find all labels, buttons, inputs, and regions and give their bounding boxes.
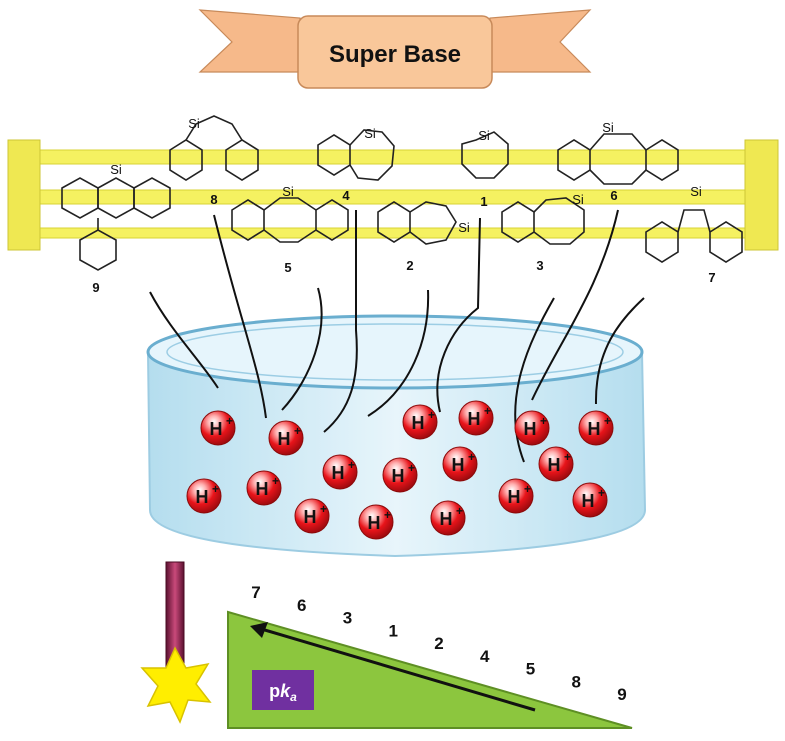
pka-order-label: 3 xyxy=(343,609,352,628)
proton: H+ xyxy=(572,482,608,518)
pka-order-label: 4 xyxy=(480,647,490,666)
proton: H+ xyxy=(246,470,282,506)
svg-text:Si: Si xyxy=(602,120,614,135)
proton-symbol: H xyxy=(508,487,521,507)
proton: H+ xyxy=(538,446,574,482)
molecule-9: Si 9 xyxy=(61,162,171,295)
proton-symbol: H xyxy=(452,455,465,475)
molecule-2-label: 2 xyxy=(406,258,413,273)
molecule-1-label: 1 xyxy=(480,194,487,209)
svg-text:Si: Si xyxy=(282,184,294,199)
proton-symbol: H xyxy=(368,513,381,533)
proton: H+ xyxy=(514,410,550,446)
proton-charge: + xyxy=(320,502,327,516)
molecule-4: Si 4 xyxy=(317,126,395,203)
proton-charge: + xyxy=(564,450,571,464)
molecule-1: Si 1 xyxy=(461,128,509,209)
proton-symbol: H xyxy=(588,419,601,439)
proton-charge: + xyxy=(212,482,219,496)
proton: H+ xyxy=(382,457,418,493)
proton-charge: + xyxy=(598,486,605,500)
proton-symbol: H xyxy=(332,463,345,483)
molecule-9-label: 9 xyxy=(92,280,99,295)
reaction-arrows xyxy=(149,209,645,463)
proton-charge: + xyxy=(524,482,531,496)
proton-charge: + xyxy=(484,404,491,418)
pka-scale: pka 7 6 3 1 2 4 5 8 9 xyxy=(140,561,633,729)
molecule-3: Si 3 xyxy=(501,192,585,273)
proton-symbol: H xyxy=(412,413,425,433)
molecule-4-label: 4 xyxy=(342,188,350,203)
proton: H+ xyxy=(322,454,358,490)
proton: H+ xyxy=(268,420,304,456)
proton-symbol: H xyxy=(210,419,223,439)
proton-charge: + xyxy=(226,414,233,428)
svg-text:Si: Si xyxy=(110,162,122,177)
svg-text:Si: Si xyxy=(188,116,200,131)
proton: H+ xyxy=(458,400,494,436)
molecule-5-label: 5 xyxy=(284,260,291,275)
proton-symbol: H xyxy=(256,479,269,499)
pka-order-label: 7 xyxy=(251,583,260,602)
banner-title: Super Base xyxy=(329,41,461,68)
pka-order-label: 2 xyxy=(434,634,443,653)
svg-text:pka: pka xyxy=(269,681,297,704)
pka-order-label: 1 xyxy=(389,621,398,640)
molecule-2: Si 2 xyxy=(377,201,470,273)
pka-order-label: 5 xyxy=(526,660,535,679)
proton-symbol: H xyxy=(196,487,209,507)
proton-charge: + xyxy=(540,414,547,428)
molecule-7-label: 7 xyxy=(708,270,715,285)
proton-charge: + xyxy=(348,458,355,472)
proton-charge: + xyxy=(294,424,301,438)
proton-symbol: H xyxy=(304,507,317,527)
proton-charge: + xyxy=(272,474,279,488)
pka-order-label: 6 xyxy=(297,596,306,615)
pka-order-labels: 7 6 3 1 2 4 5 8 9 xyxy=(251,583,626,704)
molecule-7: Si 7 xyxy=(645,184,743,285)
proton-charge: + xyxy=(604,414,611,428)
svg-text:Si: Si xyxy=(572,192,584,207)
proton-symbol: H xyxy=(582,491,595,511)
proton-symbol: H xyxy=(524,419,537,439)
proton: H+ xyxy=(294,498,330,534)
proton-charge: + xyxy=(408,461,415,475)
molecule-3-label: 3 xyxy=(536,258,543,273)
molecule-8-label: 8 xyxy=(210,192,217,207)
proton-charge: + xyxy=(456,504,463,518)
proton-symbol: H xyxy=(548,455,561,475)
proton: H+ xyxy=(200,410,236,446)
proton: H+ xyxy=(358,504,394,540)
proton: H+ xyxy=(498,478,534,514)
proton-symbol: H xyxy=(392,466,405,486)
molecule-8: Si 8 xyxy=(169,115,259,207)
pka-order-label: 8 xyxy=(572,672,581,691)
proton: H+ xyxy=(442,446,478,482)
svg-text:Si: Si xyxy=(690,184,702,199)
molecule-6-label: 6 xyxy=(610,188,617,203)
proton-symbol: H xyxy=(278,429,291,449)
svg-text:Si: Si xyxy=(458,220,470,235)
molecule-6: Si 6 xyxy=(557,120,679,203)
proton: H+ xyxy=(402,404,438,440)
proton-field: H+H+H+H+H+H+H+H+H+H+H+H+H+H+H+H+H+ xyxy=(186,400,614,540)
proton-symbol: H xyxy=(468,409,481,429)
shelf-rails xyxy=(7,139,779,251)
molecule-5: Si 5 xyxy=(231,184,349,275)
proton-charge: + xyxy=(468,450,475,464)
proton: H+ xyxy=(578,410,614,446)
title-banner: Super Base xyxy=(198,9,592,89)
svg-text:Si: Si xyxy=(478,128,490,143)
svg-text:Si: Si xyxy=(364,126,376,141)
pka-order-label: 9 xyxy=(617,685,626,704)
pka-triangle xyxy=(227,610,633,729)
proton-symbol: H xyxy=(440,509,453,529)
proton: H+ xyxy=(430,500,466,536)
proton-charge: + xyxy=(384,508,391,522)
proton: H+ xyxy=(186,478,222,514)
proton-charge: + xyxy=(428,408,435,422)
pka-badge xyxy=(252,670,314,710)
star-icon xyxy=(140,646,212,724)
